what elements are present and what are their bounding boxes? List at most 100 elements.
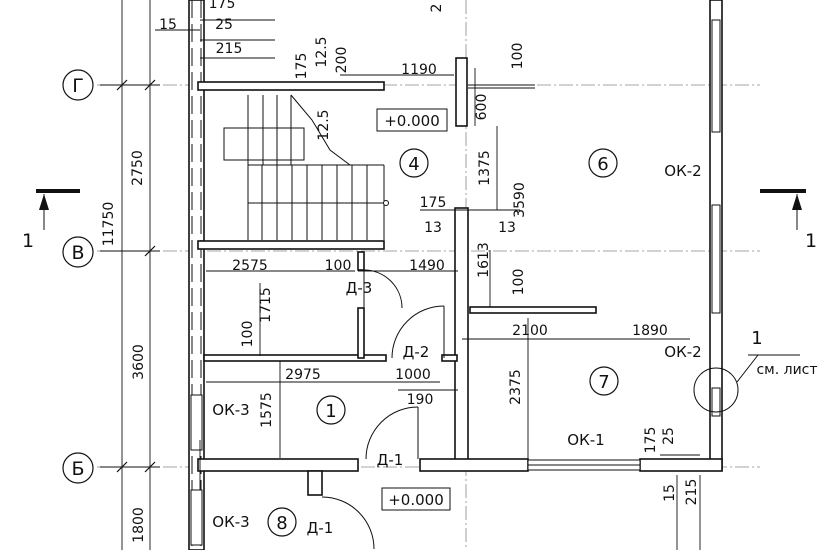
room-bubble-8: 8 — [267, 507, 297, 537]
dim-2375: 2375 — [508, 369, 524, 405]
dim-12-5-stair: 12.5 — [316, 109, 332, 140]
elevation-bottom-label: +0.000 — [388, 491, 444, 509]
bottom-wall-left — [197, 458, 359, 472]
detail-callout-number: 1 — [751, 328, 762, 349]
partition-2975 — [203, 354, 387, 362]
inner-dimension-lines — [155, 19, 701, 550]
dim-175-horizontal: 175 — [420, 195, 447, 211]
window-label-ok1: ОК-1 — [567, 431, 604, 449]
window-label-ok3-room8: ОК-3 — [212, 513, 249, 531]
grid-bubble-g: Г — [62, 69, 94, 101]
dim-2975: 2975 — [285, 367, 321, 383]
dim-2575: 2575 — [232, 258, 268, 274]
elevation-mark-top: +0.000 — [376, 108, 448, 132]
dim-1575: 1575 — [259, 392, 275, 428]
dim-200-vertical: 200 — [334, 47, 350, 74]
window-ok3-room1 — [190, 394, 203, 451]
stair — [223, 94, 389, 240]
dim-3600: 3600 — [131, 344, 147, 380]
dim-100-vertical-left: 100 — [240, 321, 256, 348]
room-8-number: 8 — [276, 513, 287, 534]
dim-175-vertical: 175 — [294, 53, 310, 80]
dim-2750: 2750 — [130, 150, 146, 186]
dim-1890: 1890 — [632, 323, 668, 339]
window-right-low — [711, 387, 721, 417]
dim-215-top: 215 — [216, 41, 243, 57]
dim-2100: 2100 — [512, 323, 548, 339]
room-bubble-6: 6 — [588, 148, 618, 178]
dim-100-vertical-mid: 100 — [511, 269, 527, 296]
dim-1800: 1800 — [131, 507, 147, 543]
dim-175-top: 175 — [209, 0, 236, 12]
column-stub-bottom — [307, 470, 323, 496]
dim-1375: 1375 — [477, 150, 493, 186]
door-swing-d1-room8 — [321, 496, 375, 550]
door-swing-d1-room1 — [365, 406, 419, 460]
walls — [188, 0, 723, 550]
section-mark-right: 1 — [760, 189, 817, 252]
door-label-d1-room1: Д-1 — [377, 451, 404, 469]
stair-bottom-wall — [197, 240, 385, 250]
grid-label-b: Б — [71, 458, 84, 480]
dim-190: 190 — [407, 392, 434, 408]
detail-callout: 1 см. лист — [693, 328, 818, 413]
dim-15-bottom: 15 — [662, 484, 678, 502]
window-right-top — [711, 19, 721, 133]
room-4-number: 4 — [408, 154, 419, 175]
stair-top-wall — [197, 81, 385, 91]
dim-100-horizontal: 100 — [325, 258, 352, 274]
dim-1190: 1190 — [401, 62, 437, 78]
detail-callout-ref: см. лист — [756, 362, 817, 378]
grid-label-v: В — [71, 242, 84, 264]
partition-room7 — [469, 306, 597, 314]
dim-15-top: 15 — [159, 17, 177, 33]
dim-1000: 1000 — [395, 367, 431, 383]
elevation-mark-bottom: +0.000 — [381, 487, 451, 511]
window-label-ok2-mid: ОК-2 — [664, 343, 701, 361]
room-bubble-4: 4 — [399, 148, 429, 178]
middle-wall-top-stub — [455, 57, 468, 127]
room-bubble-7: 7 — [589, 366, 619, 396]
window-label-ok2-top: ОК-2 — [664, 162, 701, 180]
bottom-wall-right — [639, 458, 723, 472]
dim-13-left: 13 — [424, 220, 442, 236]
grid-bubble-b: Б — [62, 452, 94, 484]
room-bubble-1: 1 — [316, 395, 346, 425]
window-label-ok3-room1: ОК-3 — [212, 401, 249, 419]
dim-3590: 3590 — [512, 182, 528, 218]
dim-215-bottom: 215 — [684, 479, 700, 506]
door-swing-d2 — [391, 305, 445, 359]
room-6-number: 6 — [597, 154, 608, 175]
dim-25-bottom: 25 — [661, 427, 677, 445]
section-mark-left-label: 1 — [22, 230, 34, 252]
room-7-number: 7 — [598, 372, 609, 393]
left-dimension-chain — [100, 0, 160, 550]
partition-d2-jamb — [441, 354, 458, 362]
door-swings — [321, 269, 445, 550]
window-ok3-room8 — [190, 489, 203, 546]
grid-bubble-v: В — [62, 236, 94, 268]
dim-11750: 11750 — [101, 202, 117, 247]
elevation-top-label: +0.000 — [384, 112, 440, 130]
dim-25-top: 25 — [215, 17, 233, 33]
window-right-mid — [711, 204, 721, 314]
door-label-d1-room8: Д-1 — [307, 519, 334, 537]
dim-175-bottom: 175 — [643, 427, 659, 454]
dim-12-5-vertical: 12.5 — [314, 36, 330, 67]
door-label-d2: Д-2 — [403, 343, 430, 361]
partition-d3-jamb — [357, 307, 365, 359]
dim-2-partial: 2 — [429, 4, 445, 13]
dim-600: 600 — [474, 94, 490, 121]
section-mark-right-label: 1 — [805, 230, 817, 252]
dim-13-right: 13 — [498, 220, 516, 236]
room-1-number: 1 — [325, 401, 336, 422]
section-mark-left: 1 — [22, 189, 80, 252]
bottom-wall-mid — [419, 458, 529, 472]
door-label-d3: Д-3 — [346, 279, 373, 297]
dimension-texts: 175 15 25 215 2 175 12.5 200 1190 100 60… — [101, 0, 700, 543]
dim-1490: 1490 — [409, 258, 445, 274]
dim-1613: 1613 — [476, 242, 492, 278]
dim-100-vertical-top: 100 — [510, 43, 526, 70]
dim-1715: 1715 — [258, 287, 274, 323]
